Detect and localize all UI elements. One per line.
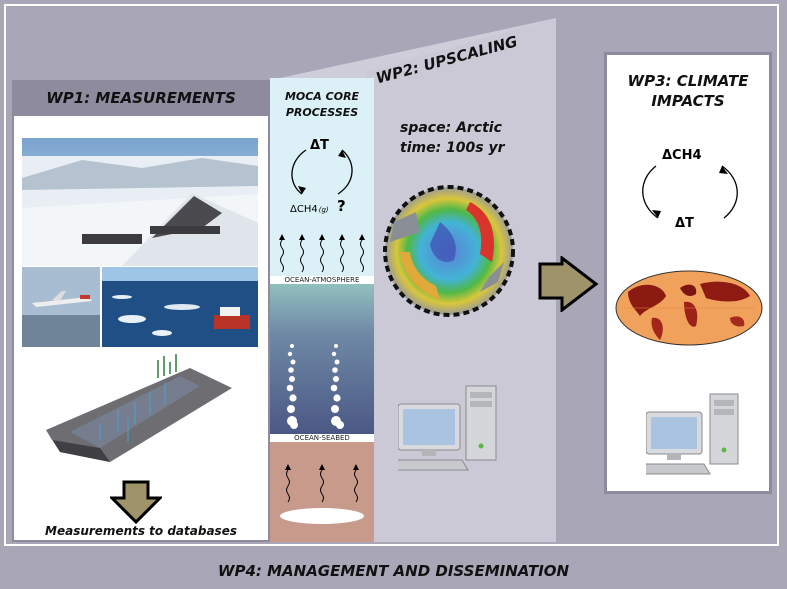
seafloor-visualization: [46, 354, 232, 462]
core-column: [270, 78, 374, 542]
computer-icon: [646, 393, 739, 475]
core-question: ?: [337, 197, 346, 215]
wp1-title: WP1: MEASUREMENTS: [46, 89, 236, 107]
wp2-time: time: 100s yr: [400, 140, 505, 156]
wp3-title-line2: IMPACTS: [651, 92, 725, 110]
core-delta-ch4: ΔCH4(g): [290, 204, 329, 215]
outer-frame: [4, 4, 779, 546]
icebreaker-photo: [102, 267, 258, 347]
wp3-delta-t: ΔT: [675, 216, 694, 231]
arrow-right-icon: [538, 256, 599, 312]
wp3-delta-ch4: ΔCH4: [662, 148, 702, 163]
core-delta-t: ΔT: [310, 138, 329, 153]
arrow-down-icon: [110, 480, 162, 524]
wp3-feedback-loop: [642, 165, 738, 219]
aircraft-photo: [22, 267, 100, 347]
world-map-icon: [615, 270, 763, 346]
core-title-line1: MOCA CORE: [284, 90, 360, 103]
core-title-line2: PROCESSES: [285, 106, 359, 119]
label-ocean-seabed: OCEAN-SEABED: [270, 434, 374, 442]
svalbard-photo: [22, 138, 258, 266]
core-delta-ch4-sub: (g): [318, 206, 329, 214]
arctic-map-icon: [383, 185, 515, 317]
wp4-title: WP4: MANAGEMENT AND DISSEMINATION: [217, 562, 570, 580]
wp1-caption: Measurements to databases: [45, 524, 237, 538]
wp3-title-line1: WP3: CLIMATE: [627, 72, 749, 90]
wp1-header: [12, 80, 270, 116]
computer-icon: [398, 385, 497, 471]
label-ocean-atmosphere: OCEAN-ATMOSPHERE: [270, 276, 374, 284]
core-delta-ch4-text: ΔCH4: [290, 204, 318, 215]
wp2-space: space: Arctic: [400, 120, 502, 136]
